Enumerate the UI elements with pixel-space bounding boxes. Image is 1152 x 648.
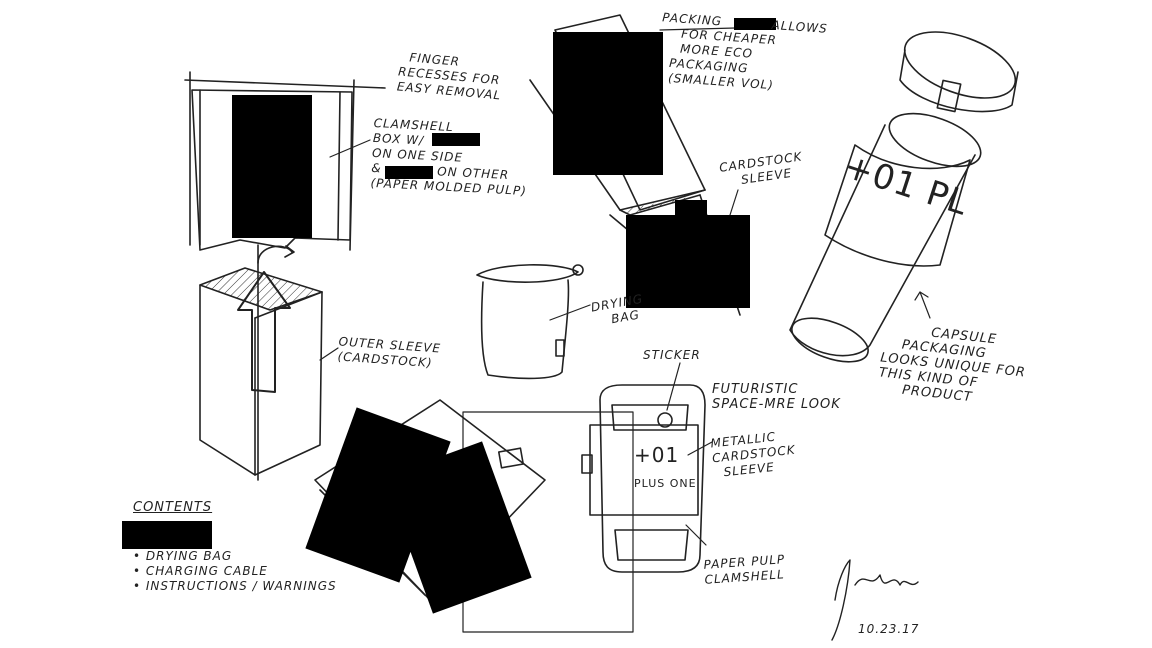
redaction-box [626, 215, 750, 308]
annotation-leader-lines [319, 27, 931, 546]
signature-scribble [831, 559, 919, 641]
contents-list: CONTENTS • DRYING BAG • CHARGING CABLE •… [133, 500, 337, 594]
redaction-box [122, 521, 212, 549]
redaction-box [432, 133, 480, 146]
note-paper-pulp: PAPER PULP CLAMSHELL [703, 552, 786, 587]
redaction-box [675, 200, 707, 218]
note-futuristic: FUTURISTIC SPACE-MRE LOOK [712, 382, 841, 412]
outer-sleeve-box-sketch [199, 244, 323, 481]
contents-item: • DRYING BAG [133, 549, 233, 563]
note-clamshell: CLAMSHELL BOX W/ ON ONE SIDE & ON OTHER … [370, 115, 528, 199]
plus-one-wordmark: PLUS ONE [634, 477, 697, 490]
redaction-box [232, 95, 312, 238]
redaction-box [553, 32, 663, 175]
sketch-date: 10.23.17 [858, 622, 920, 636]
note-capsule-packaging: CAPSULE PACKAGING LOOKS UNIQUE FOR THIS … [878, 325, 1027, 406]
note-packing: PACKING ALLOWS FOR CHEAPER MORE ECO PACK… [661, 10, 829, 93]
note-metallic-sleeve: METALLIC CARDSTOCK SLEEVE [709, 429, 797, 480]
plus-one-brand-small: +01 [634, 443, 680, 467]
drying-bag-sketch [476, 264, 584, 380]
contents-item: • INSTRUCTIONS / WARNINGS [133, 579, 337, 593]
redaction-box [385, 166, 433, 179]
clamshell-box-sketch [184, 71, 386, 251]
redaction-box [734, 18, 776, 30]
capsule-sketch [789, 31, 1019, 363]
note-finger-recesses: FINGER RECESSES FOR EASY REMOVAL [396, 50, 502, 103]
metallic-sleeve-pack-sketch [581, 384, 706, 573]
contents-title: CONTENTS [133, 500, 213, 515]
note-sticker: STICKER [643, 348, 701, 362]
contents-item: • CHARGING CABLE [133, 564, 268, 578]
